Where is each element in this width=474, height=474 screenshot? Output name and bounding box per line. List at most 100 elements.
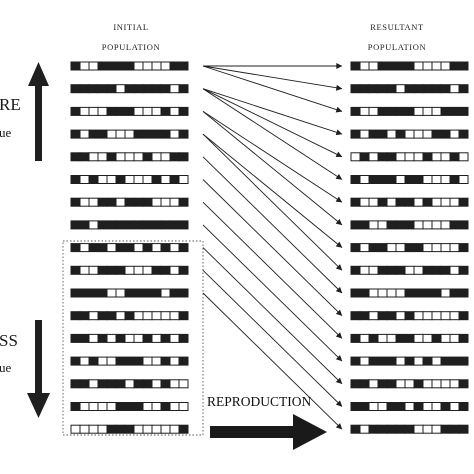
gene-cell: [449, 175, 460, 184]
gene-cell: [431, 84, 442, 94]
gene-cell: [359, 61, 370, 71]
reproduction-arrow: [202, 88, 343, 136]
initial-chromosome: [70, 243, 189, 253]
gene-cell: [178, 402, 189, 411]
gene-cell: [404, 129, 415, 139]
initial-chromosome: [70, 220, 189, 230]
gene-cell: [395, 106, 406, 116]
gene-cell: [169, 356, 180, 366]
gene-cell: [431, 311, 442, 321]
gene-cell: [431, 424, 442, 434]
gene-cell: [70, 220, 81, 230]
gene-cell: [124, 220, 135, 230]
reproduction-arrow: [202, 201, 343, 339]
gene-cell: [97, 288, 108, 298]
reproduction-arrow: [202, 224, 343, 362]
gene-cell: [422, 220, 433, 230]
gene-cell: [169, 424, 180, 434]
gene-cell: [395, 129, 406, 139]
gene-cell: [142, 379, 153, 389]
gene-cell: [404, 106, 415, 116]
gene-cell: [449, 356, 460, 366]
gene-cell: [106, 333, 117, 343]
gene-cell: [115, 152, 126, 162]
gene-cell: [449, 402, 460, 411]
initial-chromosome: [70, 402, 189, 411]
gene-cell: [413, 243, 424, 253]
gene-cell: [440, 175, 451, 184]
gene-cell: [404, 265, 415, 275]
gene-cell: [178, 243, 189, 253]
gene-cell: [160, 152, 171, 162]
gene-cell: [431, 402, 442, 411]
gene-cell: [395, 288, 406, 298]
gene-cell: [359, 265, 370, 275]
gene-cell: [142, 311, 153, 321]
gene-cell: [115, 220, 126, 230]
gene-cell: [115, 311, 126, 321]
gene-cell: [70, 129, 81, 139]
gene-cell: [359, 311, 370, 321]
gene-cell: [70, 152, 81, 162]
gene-cell: [151, 61, 162, 71]
gene-cell: [359, 84, 370, 94]
gene-cell: [124, 356, 135, 366]
gene-cell: [88, 402, 99, 411]
gene-cell: [458, 243, 469, 253]
gene-cell: [142, 424, 153, 434]
initial-chromosome: [70, 379, 189, 389]
gene-cell: [70, 84, 81, 94]
gene-cell: [70, 243, 81, 253]
gene-cell: [133, 220, 144, 230]
gene-cell: [377, 197, 388, 207]
gene-cell: [70, 197, 81, 207]
gene-cell: [124, 197, 135, 207]
gene-cell: [458, 197, 469, 207]
gene-cell: [458, 424, 469, 434]
gene-cell: [377, 402, 388, 411]
gene-cell: [97, 356, 108, 366]
gene-cell: [178, 129, 189, 139]
gene-cell: [115, 265, 126, 275]
gene-cell: [386, 333, 397, 343]
gene-cell: [449, 106, 460, 116]
gene-cell: [115, 243, 126, 253]
gene-cell: [142, 152, 153, 162]
gene-cell: [377, 333, 388, 343]
resultant-chromosome: [350, 265, 469, 275]
gene-cell: [106, 61, 117, 71]
gene-cell: [97, 424, 108, 434]
gene-cell: [431, 356, 442, 366]
reproduction-arrow: [202, 133, 343, 248]
gene-cell: [431, 152, 442, 162]
gene-cell: [377, 288, 388, 298]
reproduction-arrow: [202, 292, 343, 430]
gene-cell: [422, 424, 433, 434]
gene-cell: [124, 152, 135, 162]
gene-cell: [124, 311, 135, 321]
gene-cell: [142, 243, 153, 253]
reproduction-arrow: [202, 133, 343, 271]
gene-cell: [160, 265, 171, 275]
gene-cell: [404, 288, 415, 298]
gene-cell: [178, 333, 189, 343]
gene-cell: [70, 402, 81, 411]
gene-cell: [395, 152, 406, 162]
gene-cell: [142, 265, 153, 275]
gene-cell: [88, 265, 99, 275]
gene-cell: [133, 129, 144, 139]
gene-cell: [88, 129, 99, 139]
initial-population: [70, 61, 189, 434]
gene-cell: [440, 333, 451, 343]
gene-cell: [350, 288, 361, 298]
gene-cell: [395, 333, 406, 343]
gene-cell: [449, 152, 460, 162]
initial-chromosome: [70, 265, 189, 275]
reproduction-arrow: [202, 111, 343, 226]
gene-cell: [359, 424, 370, 434]
gene-cell: [169, 402, 180, 411]
gene-cell: [359, 129, 370, 139]
gene-cell: [151, 220, 162, 230]
gene-cell: [106, 84, 117, 94]
gene-cell: [97, 175, 108, 184]
